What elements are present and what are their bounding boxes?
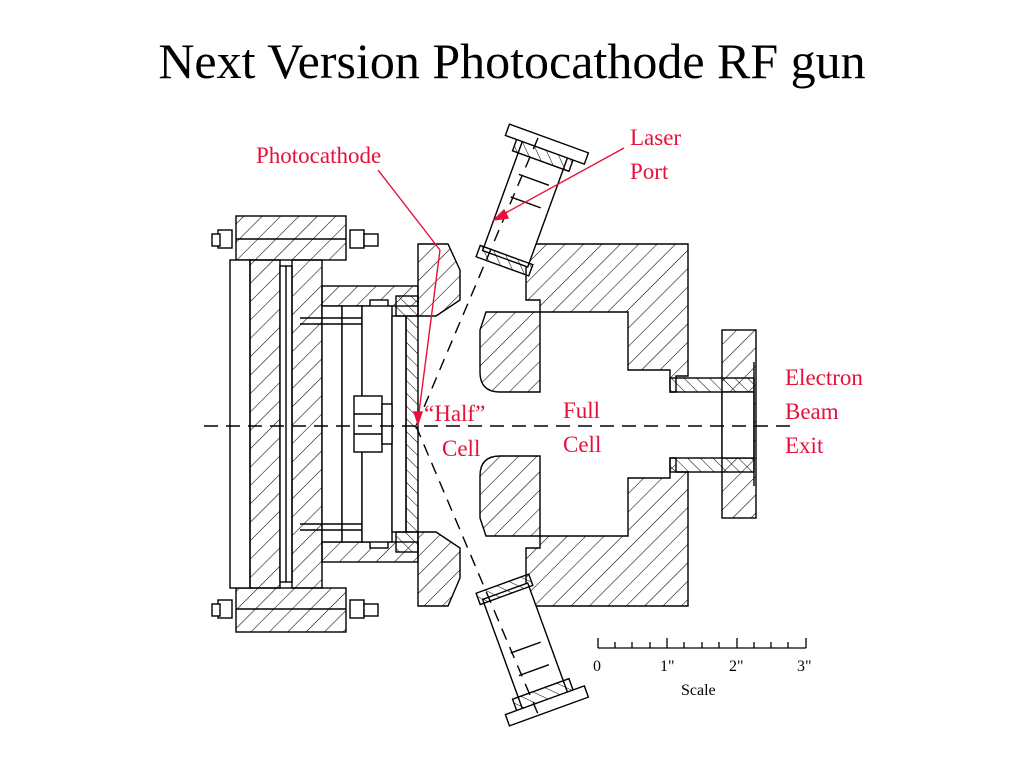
scale-caption: Scale [681, 682, 716, 699]
slide-title: Next Version Photocathode RF gun [158, 33, 866, 89]
scale-tick-1: 1" [660, 658, 675, 675]
electron-beam-exit-label-line2: Beam [785, 399, 839, 424]
scale-tick-2: 2" [729, 658, 744, 675]
scale-tick-0: 0 [593, 658, 601, 675]
electron-beam-exit-label-line1: Electron [785, 365, 863, 390]
top-flange-bolt [211, 215, 379, 261]
half-cell-label-line2: Cell [442, 436, 480, 461]
scale-tick-3: 3" [797, 658, 812, 675]
full-cell-label-line2: Cell [563, 432, 601, 457]
half-cell-label-line1: “Half” [424, 401, 485, 426]
laser-port-label-line1: Laser [630, 125, 681, 150]
electron-beam-exit-label-line3: Exit [785, 433, 824, 458]
full-cell-label-line1: Full [563, 398, 600, 423]
scale-bar [597, 638, 807, 649]
bottom-flange-bolt [211, 587, 379, 633]
laser-port-label-line2: Port [630, 159, 669, 184]
photocathode-label: Photocathode [256, 143, 381, 168]
